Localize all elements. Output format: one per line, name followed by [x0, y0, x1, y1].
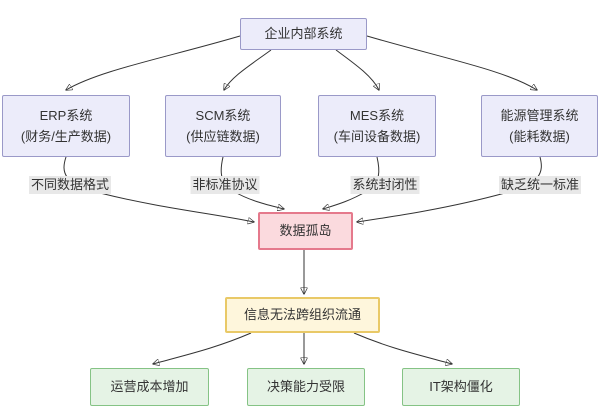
node-mes-system: MES系统 (车间设备数据)	[318, 95, 436, 157]
node-it-architecture-rigid: IT架构僵化	[402, 368, 520, 406]
node-decision-capability-limited: 决策能力受限	[247, 368, 365, 406]
node-label: ERP系统	[39, 107, 93, 123]
edge-info-cost	[153, 332, 252, 364]
node-label: 能源管理系统	[500, 107, 579, 123]
node-sublabel: (车间设备数据)	[333, 129, 421, 144]
edge-erp-island	[63, 156, 254, 222]
node-sublabel: (供应链数据)	[186, 129, 260, 144]
edge-root-scm	[224, 49, 272, 90]
edge-label-nonstandard-protocol: 非标准协议	[190, 176, 260, 194]
edge-root-energy	[366, 35, 537, 90]
node-label: 信息无法跨组织流通	[243, 307, 361, 323]
node-label: SCM系统	[195, 107, 251, 123]
node-sublabel: (能耗数据)	[509, 129, 570, 144]
edge-energy-island	[357, 156, 542, 222]
node-info-cannot-flow-across-org: 信息无法跨组织流通	[225, 297, 380, 333]
node-erp-system: ERP系统 (财务/生产数据)	[2, 95, 130, 157]
edge-label-different-data-formats: 不同数据格式	[28, 176, 112, 194]
node-energy-management-system: 能源管理系统 (能耗数据)	[481, 95, 598, 157]
edge-root-erp	[66, 35, 241, 90]
node-label: MES系统	[349, 107, 405, 123]
edge-label-lack-of-unified-standard: 缺乏统一标准	[498, 176, 582, 194]
node-label: 数据孤岛	[279, 223, 332, 239]
node-scm-system: SCM系统 (供应链数据)	[165, 95, 281, 157]
node-enterprise-internal-systems: 企业内部系统	[240, 18, 367, 50]
node-label: IT架构僵化	[429, 379, 493, 395]
node-label: 企业内部系统	[264, 26, 343, 42]
edge-root-mes	[335, 49, 379, 90]
edge-info-it	[353, 332, 452, 364]
node-operating-cost-increase: 运营成本增加	[90, 368, 209, 406]
edge-label-closed-system: 系统封闭性	[350, 176, 420, 194]
node-label: 运营成本增加	[110, 379, 189, 395]
node-label: 决策能力受限	[266, 379, 345, 395]
node-sublabel: (财务/生产数据)	[20, 129, 112, 144]
node-data-island: 数据孤岛	[258, 212, 353, 250]
